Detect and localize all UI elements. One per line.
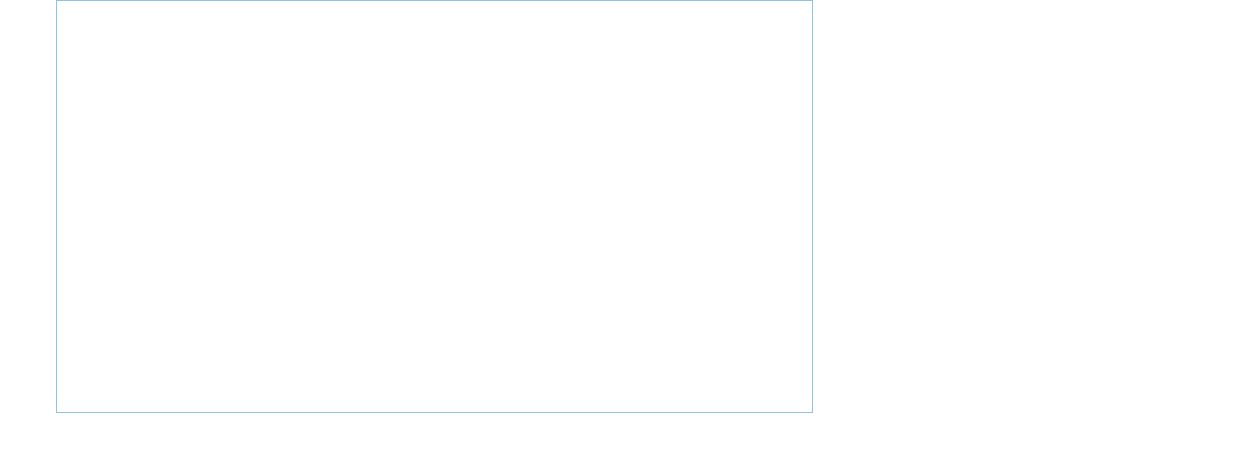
empty-content-panel — [56, 0, 813, 413]
panel-body — [57, 1, 812, 412]
